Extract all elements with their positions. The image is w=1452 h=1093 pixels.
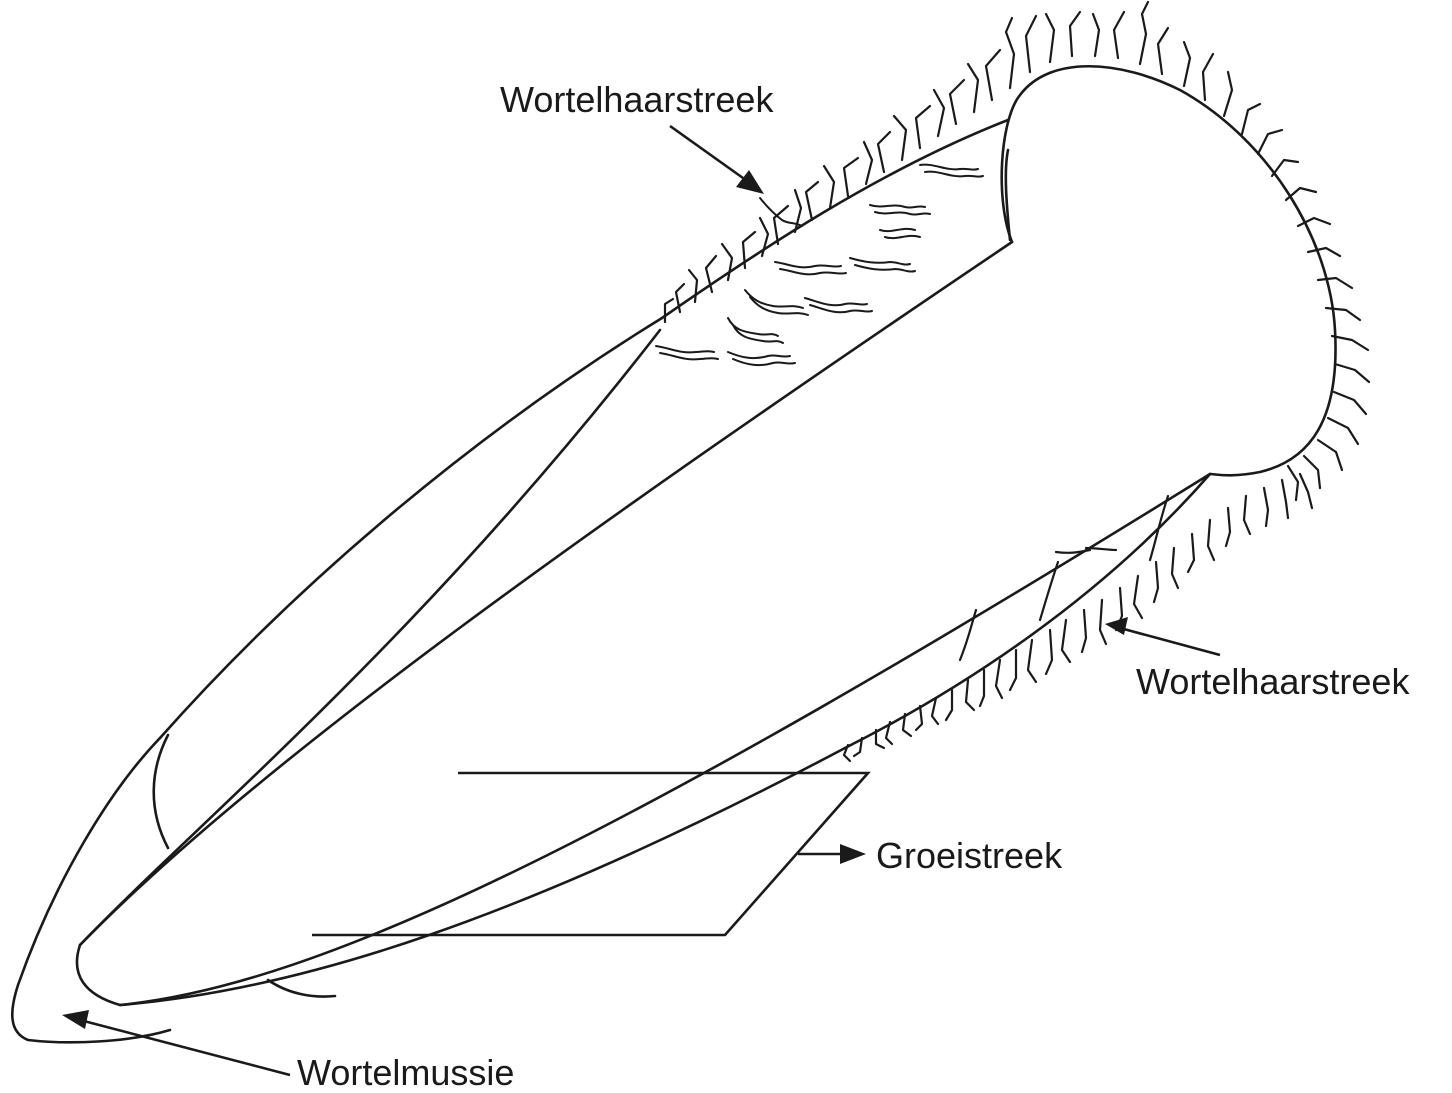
root-lower-contour [118, 472, 1212, 1007]
arrow-root-cap [62, 1010, 291, 1077]
root-cap-lower-boundary [266, 978, 337, 998]
label-growth-zone: Groeistreek [876, 835, 1063, 876]
top-root-hairs [663, 0, 1371, 502]
surface-root-hairs [655, 163, 984, 367]
root-cap-outline [10, 736, 172, 1044]
arrow-root-hair-bottom [1105, 617, 1221, 657]
label-root-cap: Wortelmussie [297, 1052, 515, 1093]
cross-section-outline [1000, 64, 1337, 477]
root-surface-edge [158, 316, 664, 740]
root-cap-inner-boundary [152, 733, 170, 850]
label-root-hair-zone-bottom: Wortelhaarstreek [1136, 661, 1410, 702]
root-lower-edge [75, 472, 1212, 1007]
growth-zone-bracket [312, 771, 871, 937]
top-edge-to-section [660, 118, 1010, 320]
root-middle-line [78, 240, 1014, 947]
bottom-root-hairs [842, 472, 1314, 763]
cross-section-rim [1004, 148, 1012, 242]
label-root-hair-zone-top: Wortelhaarstreek [500, 79, 774, 120]
root-upper-edge [78, 328, 662, 947]
arrow-root-hair-top [669, 124, 764, 194]
